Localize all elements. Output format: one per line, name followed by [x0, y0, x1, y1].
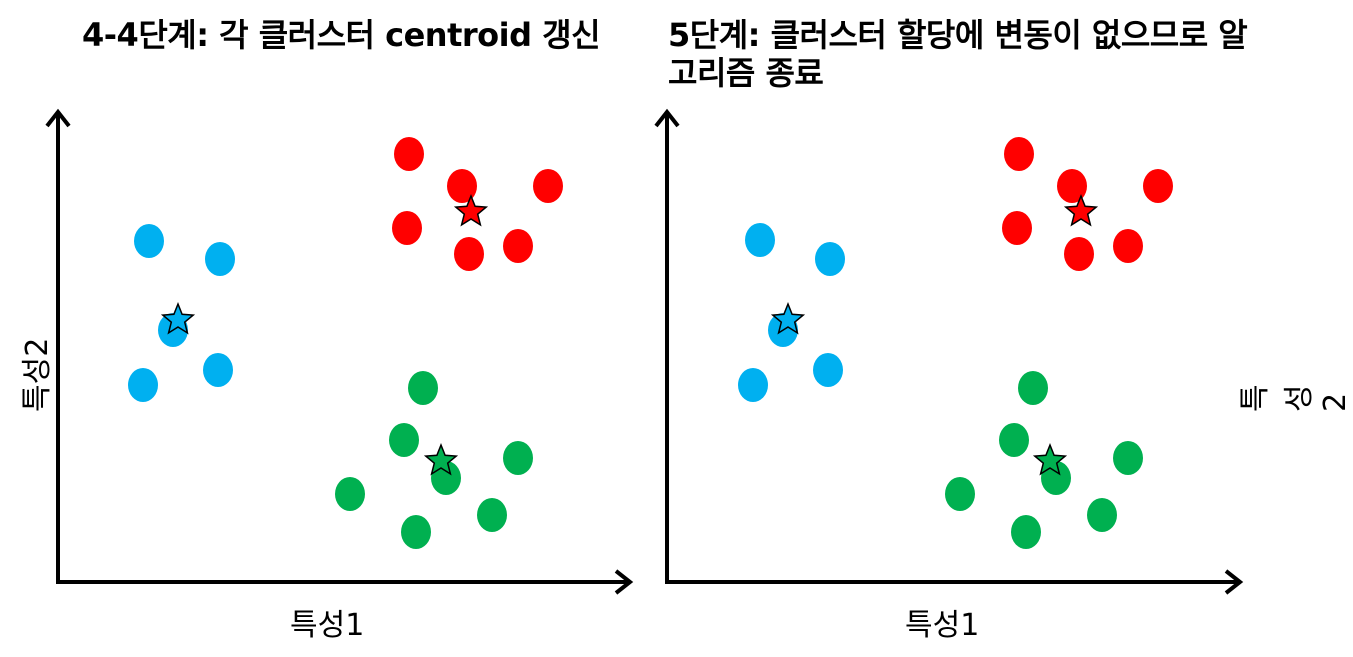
data-point-blue: [205, 242, 235, 276]
data-point-red: [503, 229, 533, 263]
panel-title: 4-4단계: 각 클러스터 centroid 갱신: [82, 16, 601, 54]
data-point-green: [389, 423, 419, 457]
centroid-star-blue: [160, 301, 196, 335]
data-point-blue: [813, 353, 843, 387]
x-axis-arrowhead: [1224, 569, 1244, 595]
data-point-green: [1087, 498, 1117, 532]
data-point-blue: [128, 368, 158, 402]
x-axis-label: 특성1: [905, 608, 980, 643]
data-point-blue: [203, 353, 233, 387]
data-point-blue: [815, 242, 845, 276]
data-point-red: [392, 211, 422, 245]
data-point-green: [1018, 371, 1048, 405]
panel-step-4-4: 4-4단계: 각 클러스터 centroid 갱신 특성1 특성2: [0, 0, 620, 657]
data-point-red: [1004, 137, 1034, 171]
data-point-green: [503, 441, 533, 475]
data-point-blue: [738, 368, 768, 402]
data-point-red: [533, 169, 563, 203]
data-point-green: [477, 498, 507, 532]
data-point-green: [401, 515, 431, 549]
x-axis-label: 특성1: [290, 608, 365, 643]
data-point-blue: [745, 223, 775, 257]
data-point-red: [1064, 237, 1094, 271]
data-point-red: [1143, 169, 1173, 203]
y-axis-arrowhead: [654, 108, 680, 128]
data-point-green: [1113, 441, 1143, 475]
centroid-star-blue: [770, 301, 806, 335]
data-point-green: [335, 477, 365, 511]
data-point-blue: [134, 224, 164, 258]
centroid-star-green: [1032, 442, 1068, 476]
data-point-green: [999, 423, 1029, 457]
scatter-plots: [45, 108, 1244, 595]
centroid-star-green: [423, 442, 459, 476]
data-point-red: [394, 137, 424, 171]
data-point-green: [408, 371, 438, 405]
data-point-red: [1057, 169, 1087, 203]
data-point-green: [945, 477, 975, 511]
panel-step-5: 5단계: 클러스터 할당에 변동이 없으므로 알고리즘 종료 특성1 특성2: [610, 0, 1353, 657]
data-point-red: [1002, 211, 1032, 245]
centroid-star-red: [1063, 193, 1099, 227]
data-point-green: [1011, 515, 1041, 549]
centroid-star-red: [453, 193, 489, 227]
data-point-red: [447, 169, 477, 203]
panel-title: 5단계: 클러스터 할당에 변동이 없으므로 알고리즘 종료: [668, 16, 1248, 92]
x-axis-arrowhead: [614, 569, 634, 595]
data-point-red: [1113, 229, 1143, 263]
y-axis-arrowhead: [45, 108, 71, 128]
data-point-red: [454, 237, 484, 271]
